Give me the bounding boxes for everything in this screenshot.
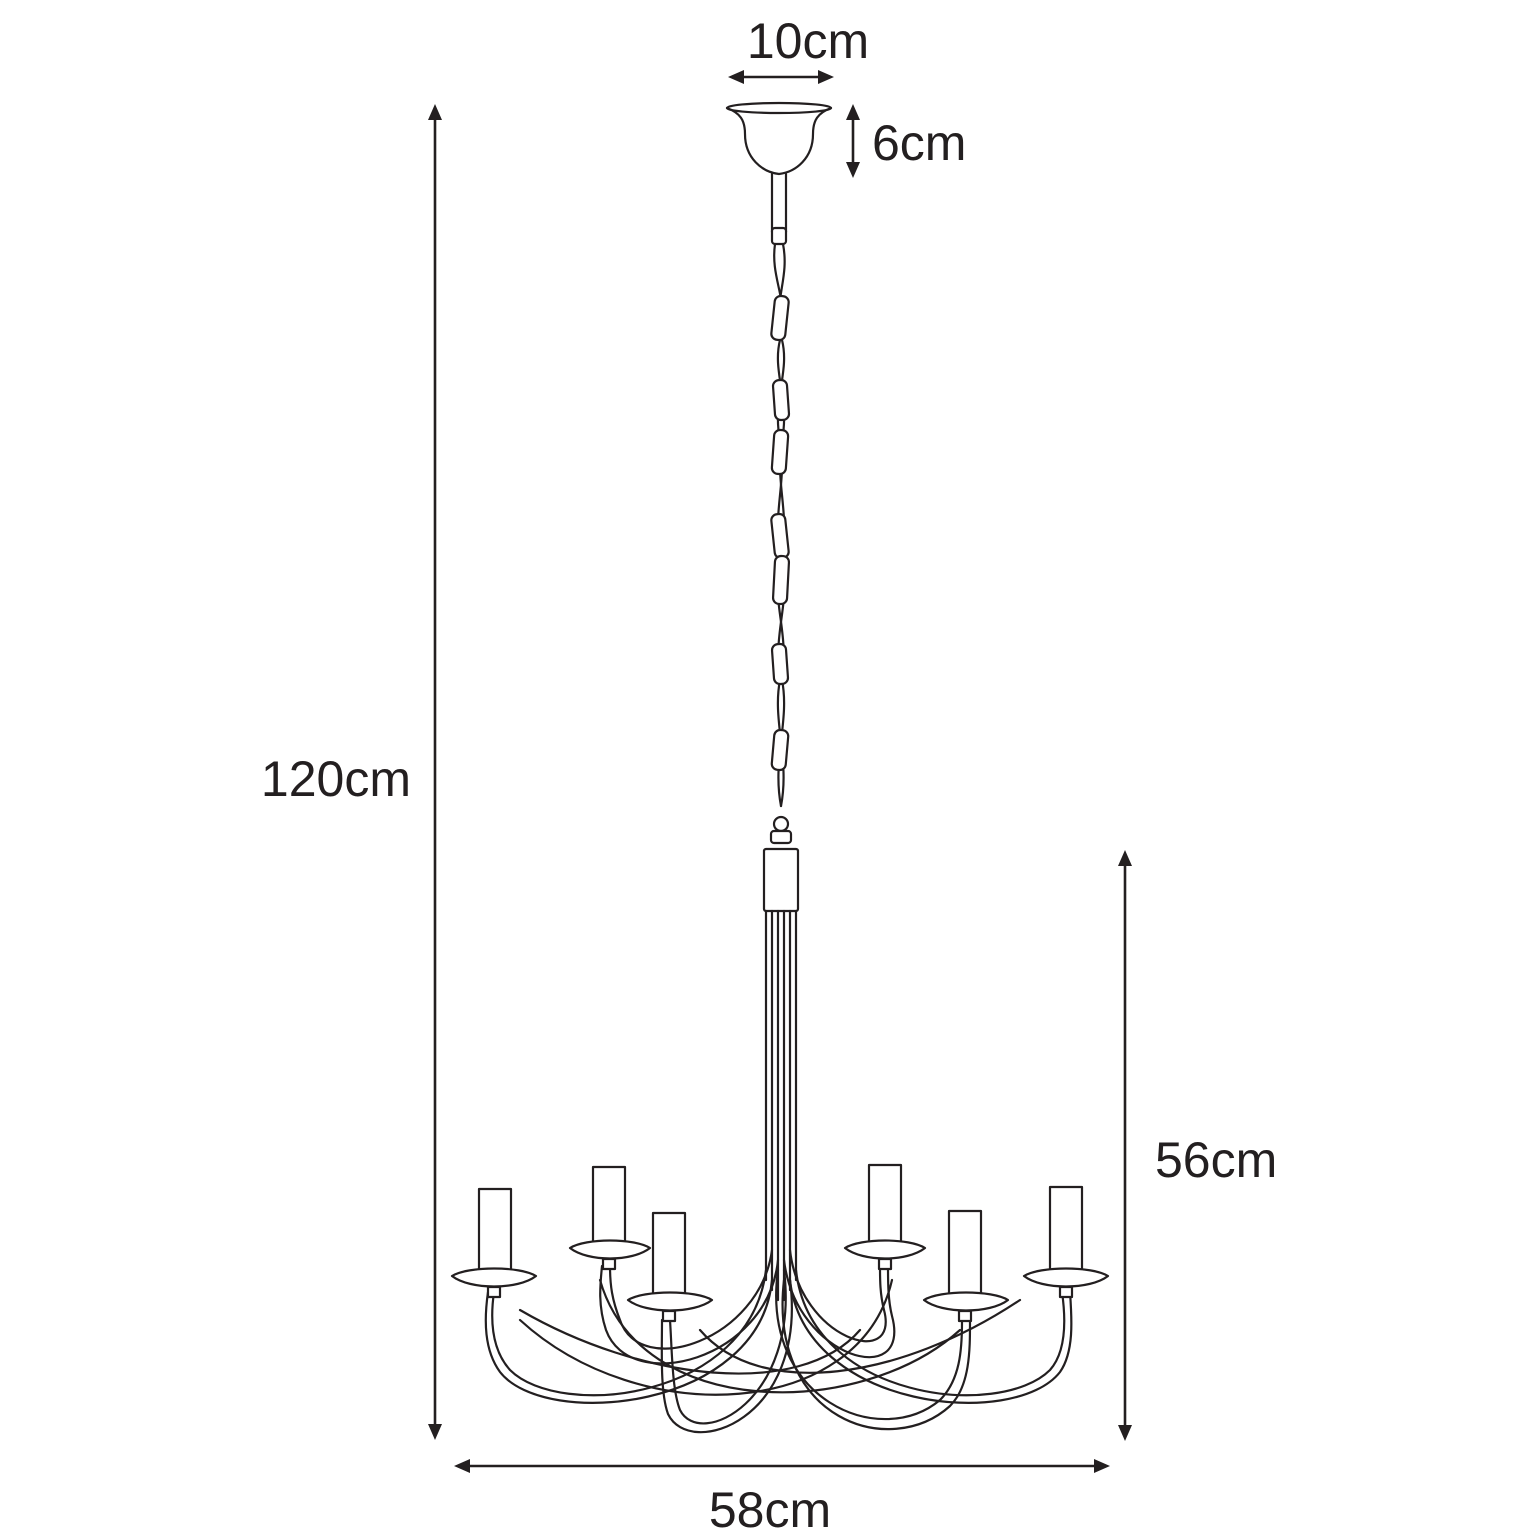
canopy-width-label: 10cm	[747, 13, 869, 69]
dimension-body-height: 56cm	[1118, 850, 1277, 1441]
candle-holder-5	[922, 1209, 1010, 1323]
candle-holder-1	[450, 1187, 538, 1299]
body-height-label: 56cm	[1155, 1132, 1277, 1188]
canopy-height-label: 6cm	[872, 115, 966, 171]
suspension-chain	[770, 242, 791, 808]
dimension-canopy-width: 10cm	[728, 13, 869, 84]
candle-holder-2	[568, 1165, 652, 1271]
total-width-label: 58cm	[709, 1482, 831, 1538]
total-height-label: 120cm	[261, 751, 411, 807]
candle-holder-3	[626, 1211, 714, 1323]
central-stem	[762, 815, 800, 1302]
candle-holder-4	[843, 1163, 927, 1271]
dimension-canopy-height: 6cm	[846, 104, 966, 178]
dimension-total-width: 58cm	[454, 1459, 1110, 1538]
chandelier-arms	[484, 1248, 1073, 1434]
candle-holder-6	[1022, 1185, 1110, 1299]
dimension-total-height: 120cm	[261, 104, 442, 1440]
ceiling-canopy	[725, 101, 833, 246]
